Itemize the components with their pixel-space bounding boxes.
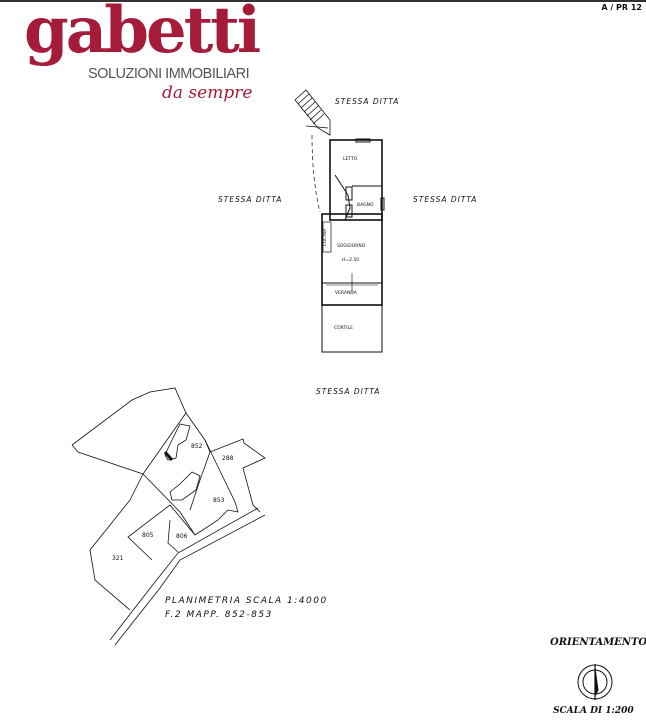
room-letto: LETTO — [343, 157, 358, 162]
window — [355, 138, 371, 143]
building — [163, 451, 174, 461]
parcel-label: 806 — [176, 533, 188, 540]
corridor-wall — [334, 174, 351, 221]
building — [164, 423, 191, 461]
boundary-dashed — [311, 134, 321, 213]
site-plan-title: PLANIMETRIA SCALA 1:4000 — [165, 596, 328, 606]
neighbor-left: STESSA DITTA — [218, 195, 283, 204]
scale-label: SCALA DI 1:200 — [553, 706, 634, 716]
site-plan-reference: F.2 MAPP. 852-853 — [165, 610, 273, 620]
room-height: H=2.50 — [342, 258, 360, 263]
room-veranda: VERANDA — [335, 291, 357, 296]
parcel-label: 853 — [213, 497, 225, 504]
window — [380, 197, 385, 211]
room-bagno: BAGNO — [357, 203, 374, 208]
parcel-label: 288 — [222, 455, 234, 462]
parcel-outline — [71, 412, 187, 475]
room-soggiorno: SOGGIORNO — [337, 244, 366, 249]
neighbor-right: STESSA DITTA — [413, 195, 478, 204]
logo-brand: gabetti — [24, 0, 261, 68]
logo-subtitle: SOLUZIONI IMMOBILIARI — [88, 66, 250, 82]
logo-tagline: da sempre — [162, 83, 253, 103]
door — [345, 204, 353, 218]
road-edge — [114, 514, 266, 646]
top-border — [0, 0, 646, 2]
building — [169, 471, 201, 501]
parcel-outline — [194, 439, 239, 536]
orientation-label: ORIENTAMENTO — [550, 637, 646, 648]
parcel-label: 852 — [191, 443, 203, 450]
room-cortile: CORTILE — [334, 326, 353, 331]
parcel-outline — [71, 387, 266, 513]
parcel-outline — [89, 473, 144, 611]
reference-code: A / PR 12 — [601, 3, 642, 12]
compass — [577, 664, 613, 700]
neighbor-top: STESSA DITTA — [335, 97, 400, 106]
parcel-label: 321 — [112, 555, 124, 562]
parcel-label: 805 — [142, 532, 154, 539]
road-edge — [109, 507, 259, 641]
site-plan-drawing — [71, 387, 266, 646]
neighbor-bottom: STESSA DITTA — [316, 387, 381, 396]
kitchen-unit — [322, 221, 332, 253]
door — [345, 186, 353, 201]
room-cucina: CUCINA — [323, 228, 329, 247]
parcel-outline — [127, 504, 196, 561]
courtyard — [321, 305, 383, 353]
floor-plan-drawing — [294, 89, 385, 353]
stairs — [294, 89, 331, 136]
parcel-outline — [142, 451, 211, 536]
